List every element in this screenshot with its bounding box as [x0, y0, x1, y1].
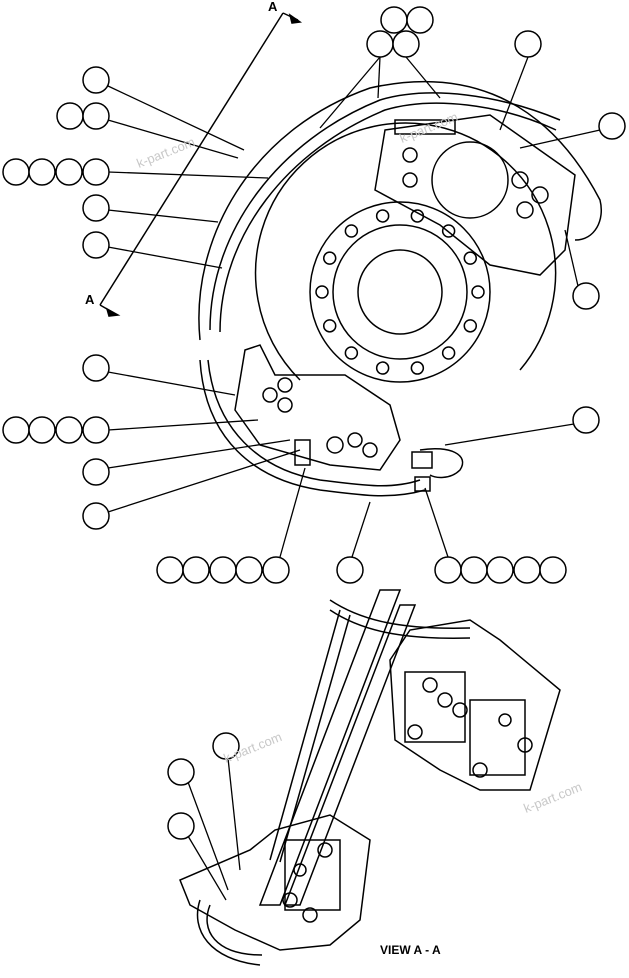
bolt — [441, 224, 456, 238]
callout-bubble — [262, 556, 290, 584]
bolt — [375, 361, 390, 375]
section-line — [99, 12, 303, 317]
view-a-a-assembly — [179, 589, 561, 966]
callout-bubble — [212, 732, 240, 760]
bolt — [463, 319, 478, 333]
callout-bubble — [55, 158, 83, 186]
bolt-circle — [315, 209, 485, 375]
bolt — [463, 251, 478, 265]
callout-bubble — [167, 812, 195, 840]
callout-bubble — [82, 102, 110, 130]
callout-bubble — [235, 556, 263, 584]
callout-bubble — [82, 416, 110, 444]
callout-bubble — [460, 556, 488, 584]
caliper-top — [374, 114, 576, 276]
bolt — [344, 346, 359, 360]
callout-bubble — [28, 158, 56, 186]
view-label: VIEW A - A — [380, 943, 441, 957]
callout-bubble — [182, 556, 210, 584]
callout-bubble — [82, 502, 110, 530]
callout-bubble — [434, 556, 462, 584]
bolt — [441, 346, 456, 360]
callout-bubble — [2, 416, 30, 444]
callout-bubble — [366, 30, 394, 58]
callout-bubble — [56, 102, 84, 130]
callout-bubble — [209, 556, 237, 584]
bolt — [375, 209, 390, 223]
section-marker-top: A — [268, 0, 278, 14]
callout-bubbles — [2, 6, 626, 840]
leader-lines — [107, 56, 601, 901]
callout-bubble — [539, 556, 567, 584]
bolt — [410, 209, 425, 223]
bolt — [315, 285, 329, 299]
section-marker-bottom: A — [85, 292, 95, 307]
bolt — [471, 285, 485, 299]
bolt — [410, 361, 425, 375]
callout-bubble — [167, 758, 195, 786]
bolt — [322, 251, 337, 265]
callout-bubble — [156, 556, 184, 584]
caliper-bottom — [234, 344, 433, 492]
callout-bubble — [486, 556, 514, 584]
callout-bubble — [392, 30, 420, 58]
callout-bubble — [514, 30, 542, 58]
bolt — [344, 224, 359, 238]
callout-bubble — [82, 458, 110, 486]
callout-bubble — [82, 354, 110, 382]
callout-bubble — [82, 158, 110, 186]
callout-bubble — [572, 282, 600, 310]
callout-bubble — [336, 556, 364, 584]
callout-bubble — [513, 556, 541, 584]
callout-bubble — [406, 6, 434, 34]
bolt — [322, 319, 337, 333]
brake-drum — [254, 122, 557, 383]
callout-bubble — [28, 416, 56, 444]
callout-bubble — [82, 194, 110, 222]
callout-bubble — [598, 112, 626, 140]
callout-bubble — [82, 66, 110, 94]
callout-bubble — [2, 158, 30, 186]
callout-bubble — [572, 406, 600, 434]
callout-bubble — [55, 416, 83, 444]
hoses — [198, 80, 602, 497]
callout-bubble — [380, 6, 408, 34]
callout-bubble — [82, 231, 110, 259]
